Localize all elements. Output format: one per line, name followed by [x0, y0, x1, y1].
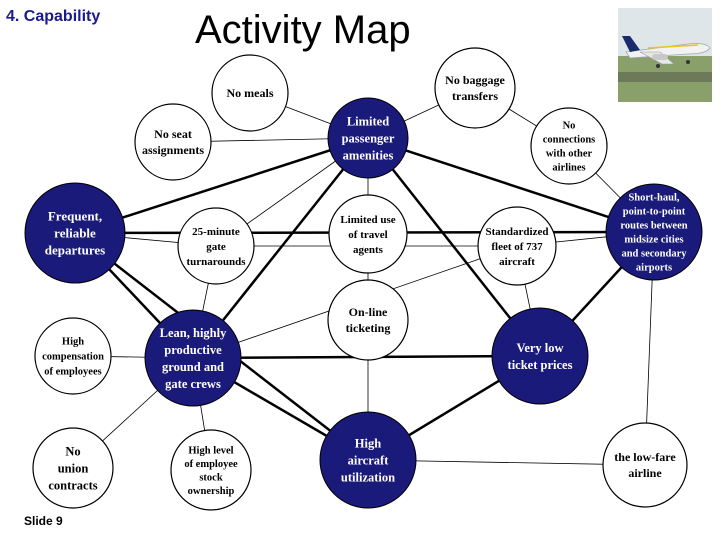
node-label-line: passenger — [342, 131, 395, 145]
node-no-connections: No connections with other airlines — [530, 107, 608, 185]
node-label-line: of employees — [44, 367, 101, 378]
node-label-line: contracts — [48, 478, 97, 492]
node-label-line: aircraft — [499, 256, 535, 268]
activity-circle-no-connections — [530, 107, 608, 185]
node-label-line: On-line — [349, 305, 388, 319]
node-label-line: transfers — [452, 89, 498, 103]
node-no-union: No union contracts — [32, 427, 114, 509]
node-label-line: assignments — [142, 143, 204, 157]
activity-circle-no-baggage — [434, 47, 516, 129]
node-label-line: High — [355, 436, 381, 450]
activity-circle-low-fare — [602, 422, 688, 508]
node-frequent-departures: Frequent, reliable departures — [24, 182, 126, 284]
node-label-line: union — [58, 461, 89, 475]
node-label-line: gate crews — [165, 377, 221, 391]
node-label-line: with other — [546, 149, 593, 160]
node-label-line: aircraft — [348, 453, 390, 467]
node-label-line: High — [62, 337, 84, 348]
node-no-meals: No meals — [211, 54, 289, 132]
node-label-line: reliable — [54, 226, 96, 241]
activity-circle-standardized-fleet — [477, 206, 557, 286]
node-standardized-fleet: Standardized fleet of 737 aircraft — [477, 206, 557, 286]
node-label-line: 25-minute — [192, 226, 240, 238]
node-label-line: compensation — [42, 352, 104, 363]
node-label-line: ground and — [162, 360, 224, 374]
node-label-line: airline — [628, 466, 662, 480]
node-no-baggage: No baggage transfers — [434, 47, 516, 129]
slide-title: Activity Map — [195, 8, 411, 52]
node-label-line: fleet of 737 — [491, 241, 543, 253]
activity-circle-no-union — [32, 427, 114, 509]
node-label-line: routes between — [620, 221, 687, 232]
node-label-line: turnarounds — [186, 256, 246, 268]
node-low-prices: Very low ticket prices — [491, 307, 589, 405]
slide-number: Slide 9 — [24, 514, 63, 528]
activity-circle-stock-ownership — [170, 429, 252, 511]
node-lean-crews: Lean, highly productive ground and gate cre… — [144, 309, 242, 407]
node-label-line: No seat — [154, 127, 192, 141]
node-label-line: ticketing — [346, 321, 391, 335]
activity-circle-online-ticketing — [327, 279, 409, 361]
node-label-line: No — [563, 121, 576, 132]
hub-circle-short-haul — [605, 183, 703, 281]
node-label-line: Limited use — [340, 214, 395, 226]
node-turnarounds: 25-minute gate turnarounds — [177, 207, 255, 285]
node-label-line: Limited — [347, 114, 389, 128]
node-label-line: point-to-point — [623, 207, 686, 218]
node-label-line: agents — [353, 244, 384, 256]
node-label-line: departures — [45, 243, 105, 258]
node-label-line: Very low — [516, 341, 563, 355]
node-label-line: No meals — [227, 86, 274, 100]
node-label-line: amenities — [343, 148, 394, 162]
node-label-line: midsize cities — [624, 235, 683, 246]
hub-circle-high-utilization — [319, 411, 417, 509]
airplane-photo — [618, 8, 712, 102]
hub-circle-frequent-departures — [24, 182, 126, 284]
activity-circle-no-seat — [134, 103, 212, 181]
node-label-line: ownership — [188, 486, 235, 497]
link-frequent-departures-to-limited-amenities — [74, 136, 369, 235]
activity-circle-no-meals — [211, 54, 289, 132]
node-online-ticketing: On-line ticketing — [327, 279, 409, 361]
hub-circle-limited-amenities — [327, 97, 409, 179]
link-limited-amenities-to-short-haul — [367, 136, 655, 234]
node-label-line: Short-haul, — [628, 193, 679, 204]
node-label-line: No — [65, 444, 80, 458]
node-low-fare: the low-fare airline — [602, 422, 688, 508]
node-label-line: ticket prices — [508, 358, 573, 372]
hub-circle-low-prices — [491, 307, 589, 405]
node-high-utilization: High aircraft utilization — [319, 411, 417, 509]
node-label-line: productive — [164, 343, 222, 357]
node-label-line: airlines — [552, 163, 585, 174]
activity-circle-high-compensation — [34, 317, 112, 395]
section-label: 4. Capability — [6, 8, 101, 25]
node-limited-amenities: Limited passenger amenities — [327, 97, 409, 179]
node-short-haul: Short-haul, point-to-point routes between m… — [605, 183, 703, 281]
node-label-line: gate — [206, 241, 226, 253]
node-label-line: of employee — [184, 459, 238, 470]
node-label-line: of travel — [348, 229, 387, 241]
node-travel-agents: Limited use of travel agents — [328, 194, 408, 274]
node-label-line: airports — [636, 263, 672, 274]
hub-circle-lean-crews — [144, 309, 242, 407]
node-label-line: and secondary — [621, 249, 687, 260]
node-label-line: High level — [188, 445, 233, 456]
node-high-compensation: High compensation of employees — [34, 317, 112, 395]
node-label-line: utilization — [341, 470, 395, 484]
node-label-line: stock — [199, 472, 222, 483]
activity-circle-turnarounds — [177, 207, 255, 285]
node-label-line: Standardized — [486, 226, 549, 238]
node-label-line: the low-fare — [614, 450, 676, 464]
node-label-line: Frequent, — [48, 209, 102, 224]
activity-circle-travel-agents — [328, 194, 408, 274]
node-no-seat: No seat assignments — [134, 103, 212, 181]
node-label-line: Lean, highly — [160, 326, 227, 340]
node-label-line: No baggage — [445, 73, 505, 87]
node-stock-ownership: High level of employee stock ownership — [170, 429, 252, 511]
node-label-line: connections — [543, 135, 596, 146]
